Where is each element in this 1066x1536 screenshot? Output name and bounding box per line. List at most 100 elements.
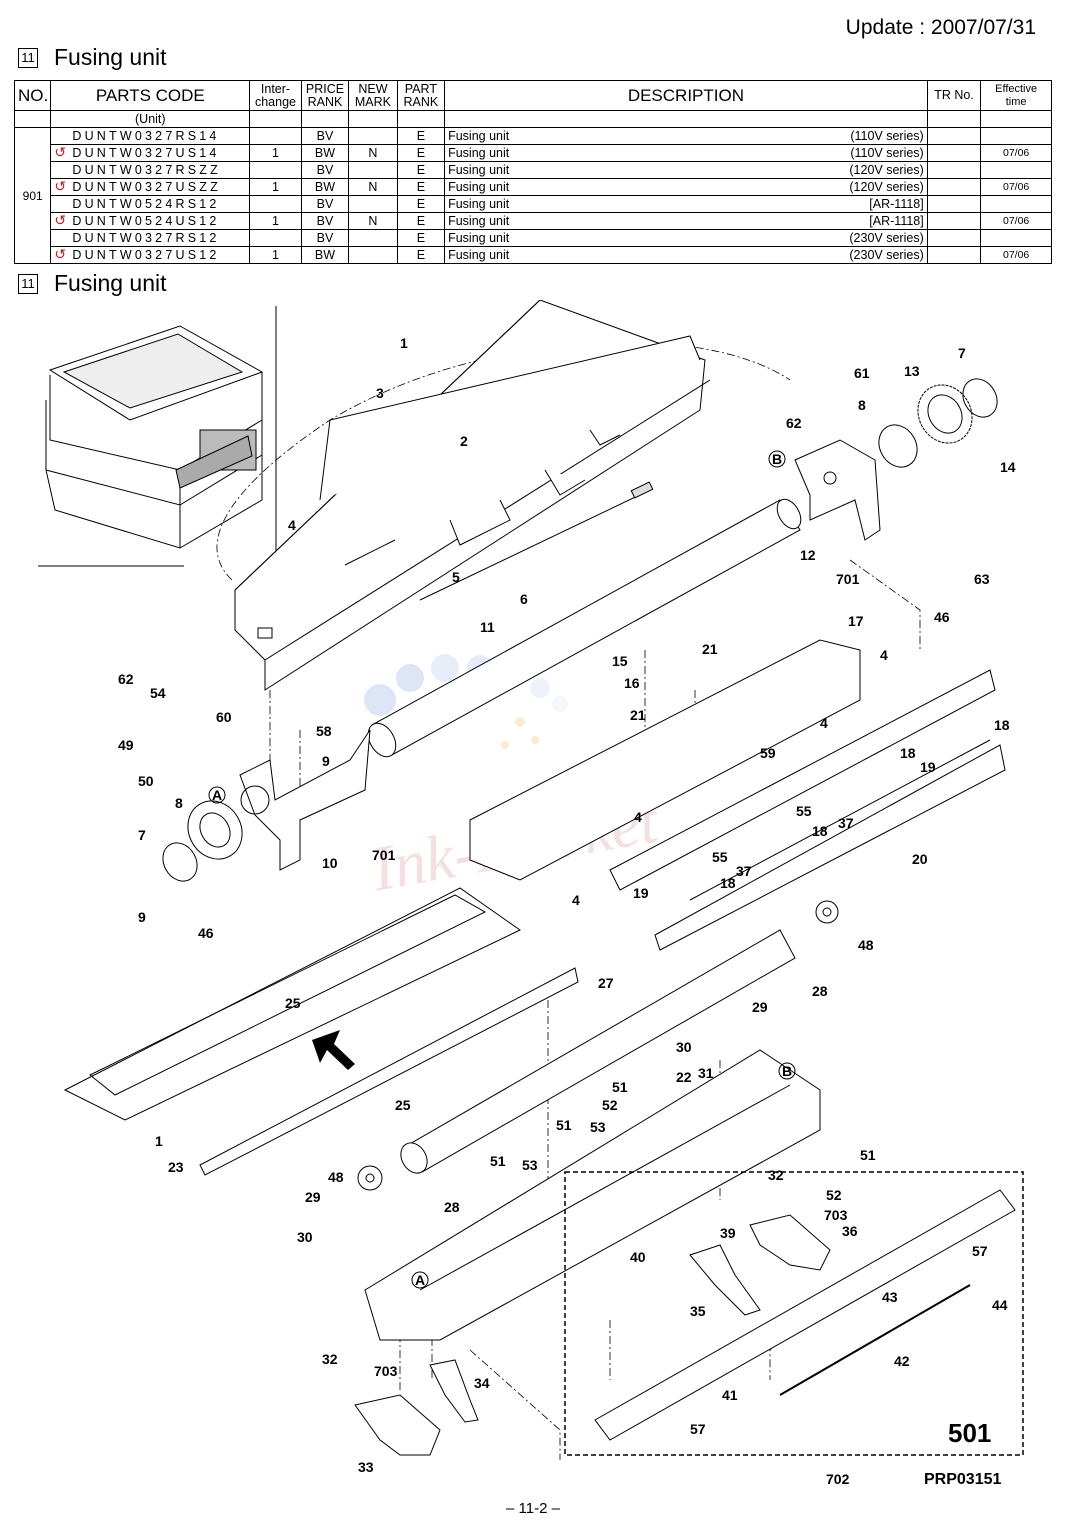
description-series: (230V series) <box>849 248 924 262</box>
heat-roller <box>367 498 802 758</box>
part-label: 51 <box>612 1079 628 1095</box>
parts-code: ↺ DUNTW0327US14 <box>50 144 251 162</box>
part-label: 7 <box>958 345 966 361</box>
parts-code: DUNTW0327RS12 <box>50 229 251 247</box>
part-label: 23 <box>168 1159 184 1175</box>
part-label: 31 <box>698 1065 714 1081</box>
effective-time <box>980 127 1052 145</box>
description-series: [AR-1118] <box>869 197 924 211</box>
price-rank: BV <box>300 212 350 230</box>
part-label: 52 <box>602 1097 618 1113</box>
part-label: 43 <box>882 1289 898 1305</box>
upper-cover <box>234 300 711 691</box>
part-label: 63 <box>974 571 990 587</box>
part-label: 8 <box>858 397 866 413</box>
effective-time: 07/06 <box>980 144 1052 162</box>
part-label: 58 <box>316 723 332 739</box>
part-label: 13 <box>904 363 920 379</box>
part-label: 3 <box>376 385 384 401</box>
part-label: 60 <box>216 709 232 725</box>
gears-and-bearings <box>162 378 998 1191</box>
part-label: 14 <box>1000 459 1016 475</box>
part-label: 6 <box>520 591 528 607</box>
unit-row: (Unit) <box>13 110 1052 128</box>
update-date: Update : 2007/07/31 <box>845 16 1036 39</box>
section-title: Fusing unit <box>54 270 167 296</box>
parts-code: DUNTW0524RS12 <box>50 195 251 213</box>
part-label: 62 <box>118 671 134 687</box>
part-rank: E <box>396 127 446 145</box>
change-mark-icon: ↺ <box>54 246 67 262</box>
interchange <box>249 229 302 247</box>
section-heading: 11 Fusing unit <box>18 44 167 71</box>
part-label: 20 <box>912 851 928 867</box>
row-number: 901 <box>13 127 52 264</box>
part-label: 703 <box>824 1207 848 1223</box>
part-label: 4 <box>820 715 828 731</box>
description-series: (120V series) <box>849 163 924 177</box>
parts-code-text: DUNTW0327US12 <box>72 248 220 262</box>
part-label: 7 <box>138 827 146 843</box>
part-label: 30 <box>676 1039 692 1055</box>
part-label: 1 <box>155 1133 163 1149</box>
part-label: 19 <box>920 759 936 775</box>
price-rank: BV <box>300 229 350 247</box>
part-rank: E <box>396 195 446 213</box>
effective-time <box>980 229 1052 247</box>
part-label: 52 <box>826 1187 842 1203</box>
col-part-rank: PART RANK <box>396 80 446 111</box>
tr-no <box>926 161 982 179</box>
col-new-mark: NEW MARK <box>348 80 398 111</box>
description-series: (230V series) <box>849 231 924 245</box>
part-label: 4 <box>880 647 888 663</box>
part-label: 54 <box>150 685 166 701</box>
part-label: 33 <box>358 1459 374 1475</box>
reference-circle <box>411 1271 429 1289</box>
part-label: 4 <box>288 517 296 533</box>
part-label: 17 <box>848 613 864 629</box>
col-no: NO. <box>13 80 52 111</box>
unit-501-box: 501 <box>564 1171 1024 1456</box>
pressure-arms <box>354 1214 831 1456</box>
part-label: 59 <box>760 745 776 761</box>
description-text: Fusing unit <box>448 146 510 160</box>
description: Fusing unit[AR-1118] <box>444 195 928 213</box>
description: Fusing unit(110V series) <box>444 127 928 145</box>
col-description: DESCRIPTION <box>444 80 928 111</box>
interchange <box>249 195 302 213</box>
part-label: 701 <box>372 847 396 863</box>
description-text: Fusing unit <box>448 248 510 262</box>
paper-guides <box>469 639 1006 951</box>
description: Fusing unit(120V series) <box>444 161 928 179</box>
page-number: – 11-2 – <box>506 1500 560 1517</box>
price-rank: BV <box>300 127 350 145</box>
part-label: 12 <box>800 547 816 563</box>
tr-no <box>926 195 982 213</box>
part-label: B <box>782 1063 792 1079</box>
parts-table: NO. PARTS CODE Inter-change PRICE RANK N… <box>13 80 1052 264</box>
parts-code-text: DUNTW0524RS12 <box>72 197 220 211</box>
reference-circle <box>208 786 226 804</box>
part-label: 4 <box>572 892 580 908</box>
part-label: 27 <box>598 975 614 991</box>
tr-no <box>926 246 982 264</box>
interchange: 1 <box>249 212 302 230</box>
unit-number: 501 <box>948 1418 991 1448</box>
change-mark-icon: ↺ <box>54 144 67 160</box>
section-heading-diagram: 11 Fusing unit <box>18 270 167 297</box>
part-label: 39 <box>720 1225 736 1241</box>
unit-label: (Unit) <box>50 110 251 128</box>
part-label: 701 <box>836 571 860 587</box>
part-rank: E <box>396 178 446 196</box>
parts-code: ↺DUNTW0524US12 <box>50 212 251 230</box>
parts-code-text: DUNTW0327US14 <box>72 146 220 160</box>
part-label: 40 <box>630 1249 646 1265</box>
part-label: A <box>415 1272 425 1288</box>
section-number: 11 <box>18 47 38 68</box>
exploded-parts-diagram: Ink-Market <box>38 300 1024 1488</box>
part-label: 1 <box>400 335 408 351</box>
